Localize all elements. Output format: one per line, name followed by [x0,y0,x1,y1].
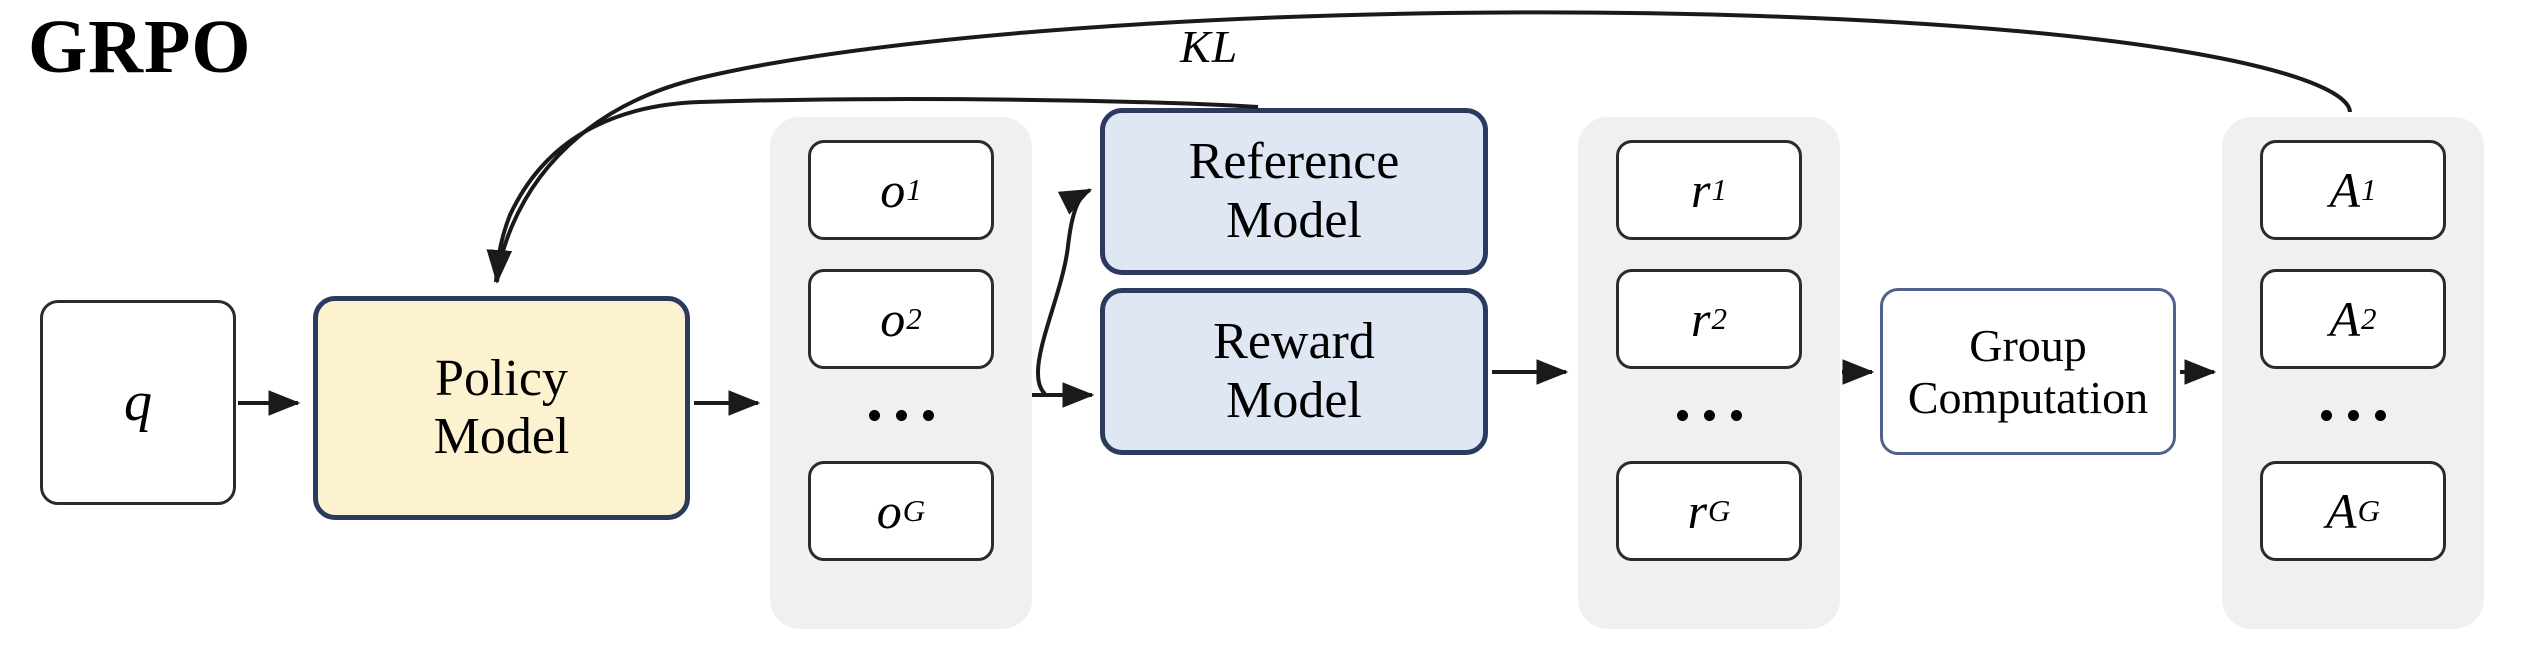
var-box-A2-sub: 2 [2361,301,2377,336]
ellipsis-dot [2374,409,2386,421]
node-reference-model-line2: Model [1226,191,1362,249]
var-box-r2-sub: 2 [1711,301,1727,336]
node-group-computation-line2: Computation [1907,371,2149,423]
var-box-A1-base: A [2329,162,2361,218]
ellipsis-dot [1703,409,1715,421]
page-title: GRPO [28,5,252,89]
var-box-o2-base: o [880,291,906,347]
ellipsis-dot [922,409,934,421]
node-reference-model-line1: Reference [1188,133,1400,191]
ellipsis-dot [868,409,880,421]
node-reward-model-line1: Reward [1213,313,1375,371]
var-box-r1-base: r [1691,162,1711,218]
node-policy-model-line2: Model [433,408,570,465]
var-box-o1-sub: 1 [906,172,922,207]
var-box-A2-base: A [2329,291,2361,347]
node-group-computation: Group Computation [1880,288,2176,455]
ellipsis-dot [1730,409,1742,421]
var-box-AG-base: A [2326,483,2357,539]
var-box-rG-sub: G [1708,493,1731,528]
var-box-AG-sub: G [2357,493,2380,528]
node-policy-model-line1: Policy [435,349,568,407]
var-box-rG-base: r [1687,483,1708,539]
ellipsis-dot [1676,409,1688,421]
ellipsis-advantages [2260,395,2446,435]
ellipsis-dot [2320,409,2332,421]
edge-label-kl: KL [1180,21,1239,72]
node-reference-model: Reference Model [1100,108,1488,275]
var-box-r1-sub: 1 [1711,172,1727,207]
ellipsis-dot [2347,409,2359,421]
var-box-r2-base: r [1691,291,1711,347]
edge-outputs-to-reference [1035,188,1093,396]
node-policy-model: Policy Model [313,296,690,520]
node-query: q [40,300,236,505]
var-box-A1-sub: 1 [2361,172,2377,207]
var-box-o2-sub: 2 [906,301,922,336]
var-box-oG-base: o [876,483,902,539]
ellipsis-outputs [808,395,994,435]
var-box-o1-base: o [880,162,906,218]
node-query-label: q [124,371,152,434]
var-box-oG-sub: G [902,493,926,528]
node-reward-model-line2: Model [1226,371,1362,429]
node-group-computation-line1: Group [1969,319,2087,371]
node-reward-model: Reward Model [1100,288,1488,455]
ellipsis-rewards [1616,395,1802,435]
ellipsis-dot [895,409,907,421]
